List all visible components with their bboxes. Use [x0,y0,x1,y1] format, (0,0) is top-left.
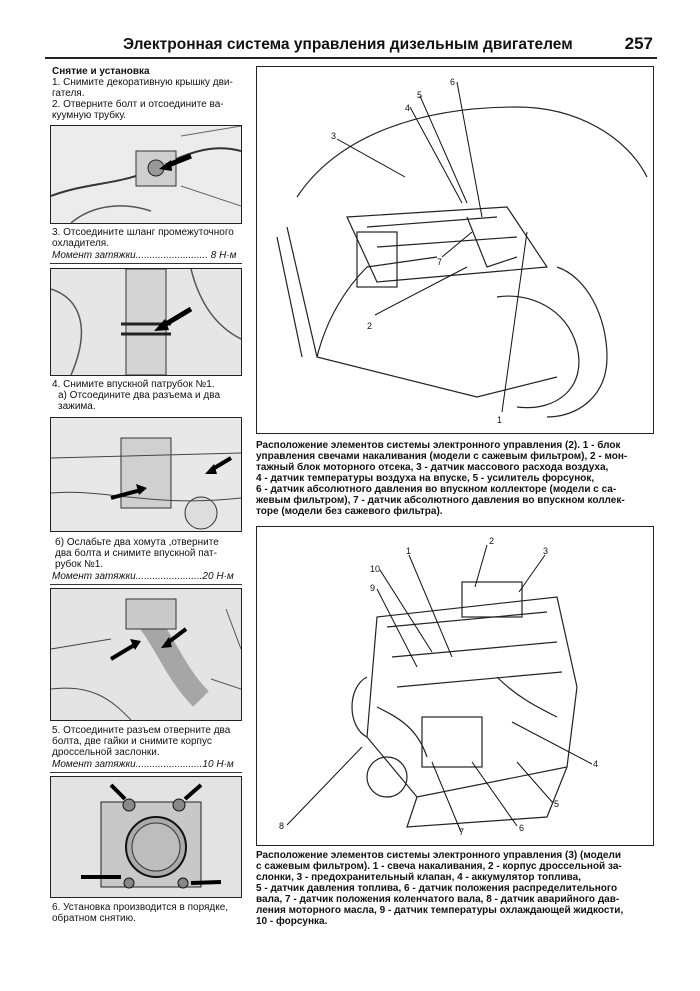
callout-3: 3 [543,546,548,556]
step4-line2: а) Отсоедините два разъема и два [58,390,221,401]
diagram1-callouts: 3 2 4 5 6 7 1 [331,77,502,425]
page-header: Электронная система управления дизельным… [45,34,655,58]
callout-9: 9 [370,583,375,593]
torque-step3: Момент затяжки..........................… [52,250,237,261]
step5-line2: болта, две гайки и снимите корпус [52,736,212,747]
step4-line3: зажима. [58,401,96,412]
photo-vacuum-tube [50,125,242,224]
step5-line1: 5. Отсоедините разъем отверните два [52,725,231,736]
step3-line2: охладителя. [52,238,109,249]
caption1-line6: жевым фильтром), 7 - датчик абсолютного … [256,495,625,506]
divider [50,263,242,264]
photo-throttle-body [50,776,242,898]
caption2-line5: вала, 7 - датчик положения коленчатого в… [256,894,620,905]
callout-7: 7 [459,827,464,837]
callout-5: 5 [417,90,422,100]
callout-4: 4 [405,103,410,113]
step1-line2: гателя. [52,88,85,99]
caption2-line7: 10 - форсунка. [256,916,328,927]
callout-7: 7 [437,257,442,267]
callout-10: 10 [370,564,380,574]
photo-intercooler-hose [50,268,242,376]
callout-6: 6 [450,77,455,87]
torque-step5: Момент затяжки........................10… [52,759,234,770]
step5-line3: дроссельной заслонки. [52,747,160,758]
callout-2: 2 [489,536,494,546]
caption1-line7: торе (модели без сажевого фильтра). [256,506,443,517]
caption1-line5: 6 - датчик абсолютного давления во впуск… [256,484,617,495]
callout-8: 8 [279,821,284,831]
divider [50,772,242,773]
photo-connectors-clamps [50,417,242,532]
callout-6: 6 [519,823,524,833]
callout-3: 3 [331,131,336,141]
step3-line1: 3. Отсоедините шланг промежуточного [52,227,234,238]
caption1-line1: Расположение элементов системы электронн… [256,440,621,451]
callout-2: 2 [367,321,372,331]
section-title: Снятие и установка [52,66,150,77]
page-number: 257 [624,34,653,53]
step4-line1: 4. Снимите впускной патрубок №1. [52,379,215,390]
diagram-engine-bay: 3 2 4 5 6 7 1 [256,66,654,434]
caption1-line4: 4 - датчик температуры воздуха на впуске… [256,473,595,484]
caption1-line3: тажный блок моторного отсека, 3 - датчик… [256,462,609,473]
caption2-line6: ления моторного масла, 9 - датчик темпер… [256,905,624,916]
callout-4: 4 [593,759,598,769]
step1-line1: 1. Снимите декоративную крышку дви- [52,77,233,88]
step2-line2: куумную трубку. [52,110,127,121]
diagram-engine-components: 1 2 3 4 5 6 7 8 9 10 [256,526,654,846]
diagram2-callouts: 1 2 3 4 5 6 7 8 9 10 [279,536,598,837]
step4b-line2: два болта и снимите впускной пат- [55,548,217,559]
photo-intake-pipe [50,588,242,721]
caption2-line4: 5 - датчик давления топлива, 6 - датчик … [256,883,618,894]
step4b-line1: б) Ослабьте два хомута ,отверните [55,537,219,548]
step6-line2: обратном снятию. [52,913,136,924]
callout-5: 5 [554,799,559,809]
callout-1: 1 [406,546,411,556]
caption2-line1: Расположение элементов системы электронн… [256,850,621,861]
callout-1: 1 [497,415,502,425]
step6-line1: 6. Установка производится в порядке, [52,902,229,913]
divider [50,584,242,585]
step2-line1: 2. Отверните болт и отсоедините ва- [52,99,224,110]
page-title: Электронная система управления дизельным… [123,36,573,53]
torque-step4b: Момент затяжки........................20… [52,571,234,582]
caption1-line2: управления свечами накаливания (модели с… [256,451,628,462]
step4b-line3: рубок №1. [55,559,104,570]
caption2-line3: слонки, 3 - предохранительный клапан, 4 … [256,872,581,883]
caption2-line2: с сажевым фильтром). 1 - свеча накаливан… [256,861,622,872]
header-rule [45,57,657,59]
